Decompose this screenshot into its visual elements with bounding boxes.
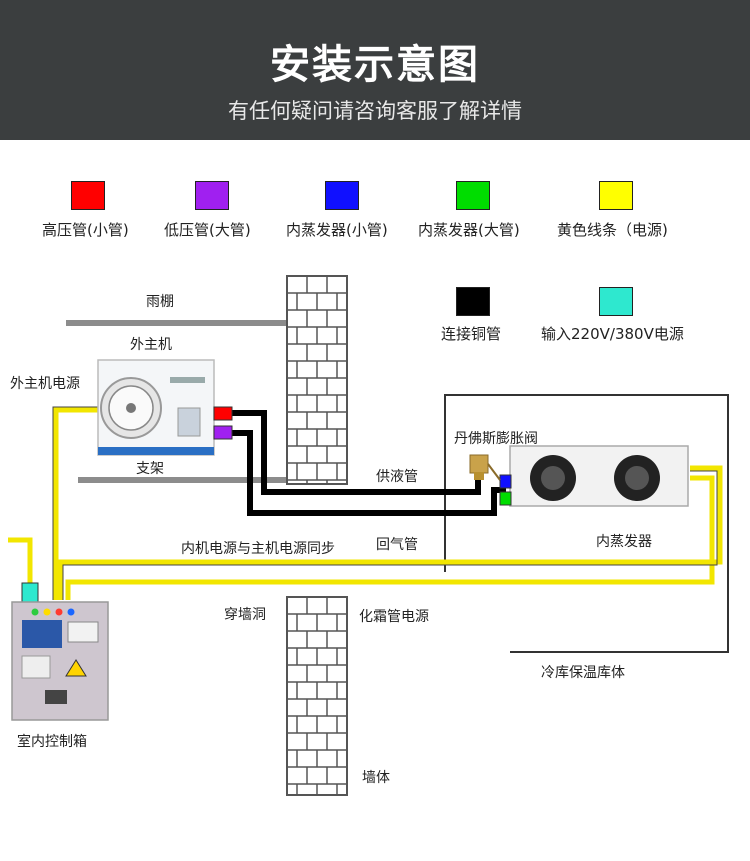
supply-pipe: [232, 410, 481, 495]
mains-input-line: [8, 537, 33, 583]
low-pressure-port: [213, 425, 233, 440]
label-wall: 墙体: [362, 770, 390, 786]
cold-room-outline: [444, 394, 729, 653]
installation-diagram: [8, 275, 729, 796]
label-outdoor-unit: 外主机: [130, 337, 172, 353]
brick-wall-lower: [286, 596, 348, 796]
outdoor-unit: [97, 359, 215, 456]
legend-label-low-pressure: 低压管(大管): [164, 221, 251, 239]
bracket-bar: [78, 477, 290, 483]
legend-label-evap-large: 内蒸发器(大管): [418, 221, 520, 239]
legend-swatch-copper: [456, 287, 490, 316]
high-pressure-port: [213, 406, 233, 421]
header-banner: 安装示意图 有任何疑问请咨询客服了解详情: [0, 0, 750, 140]
label-valve: 丹佛斯膨胀阀: [454, 431, 538, 447]
legend-swatch-high-pressure: [71, 181, 105, 210]
label-evaporator: 内蒸发器: [596, 534, 652, 550]
legend-label-high-pressure: 高压管(小管): [42, 221, 129, 239]
legend-label-copper: 连接铜管: [441, 325, 502, 343]
copper-pipes: [232, 410, 506, 516]
label-outdoor-power: 外主机电源: [10, 376, 80, 392]
label-supply-pipe: 供液管: [376, 469, 418, 485]
label-wall-hole: 穿墙洞: [224, 607, 266, 623]
label-power-sync: 内机电源与主机电源同步: [181, 541, 335, 557]
expansion-valve: [469, 454, 501, 481]
label-canopy: 雨棚: [146, 294, 174, 310]
control-box: [11, 582, 109, 721]
brick-wall-upper: [286, 275, 348, 485]
legend-swatch-mains: [599, 287, 633, 316]
label-cold-room: 冷库保温库体: [541, 665, 625, 681]
legend-label-evap-small: 内蒸发器(小管): [286, 221, 388, 239]
legend-swatch-low-pressure: [195, 181, 229, 210]
label-return-pipe: 回气管: [376, 537, 418, 553]
legend-label-mains: 输入220V/380V电源: [541, 325, 684, 343]
evaporator-large-port: [499, 491, 512, 506]
page-title: 安装示意图: [270, 42, 480, 88]
defrost-power-line: [65, 475, 715, 600]
page-subtitle: 有任何疑问请咨询客服了解详情: [228, 99, 522, 123]
label-bracket: 支架: [136, 461, 164, 477]
legend-swatch-evap-small: [325, 181, 359, 210]
power-sync-line: [57, 465, 723, 600]
legend-swatch-power: [599, 181, 633, 210]
evaporator-small-port: [499, 474, 512, 489]
canopy-bar: [66, 320, 290, 326]
legend-swatch-evap-large: [456, 181, 490, 210]
legend-label-power: 黄色线条（电源): [557, 221, 668, 239]
label-defrost-power: 化霜管电源: [359, 609, 429, 625]
label-control-box: 室内控制箱: [17, 734, 87, 750]
evaporator-unit: [509, 445, 689, 507]
return-pipe: [232, 430, 506, 516]
